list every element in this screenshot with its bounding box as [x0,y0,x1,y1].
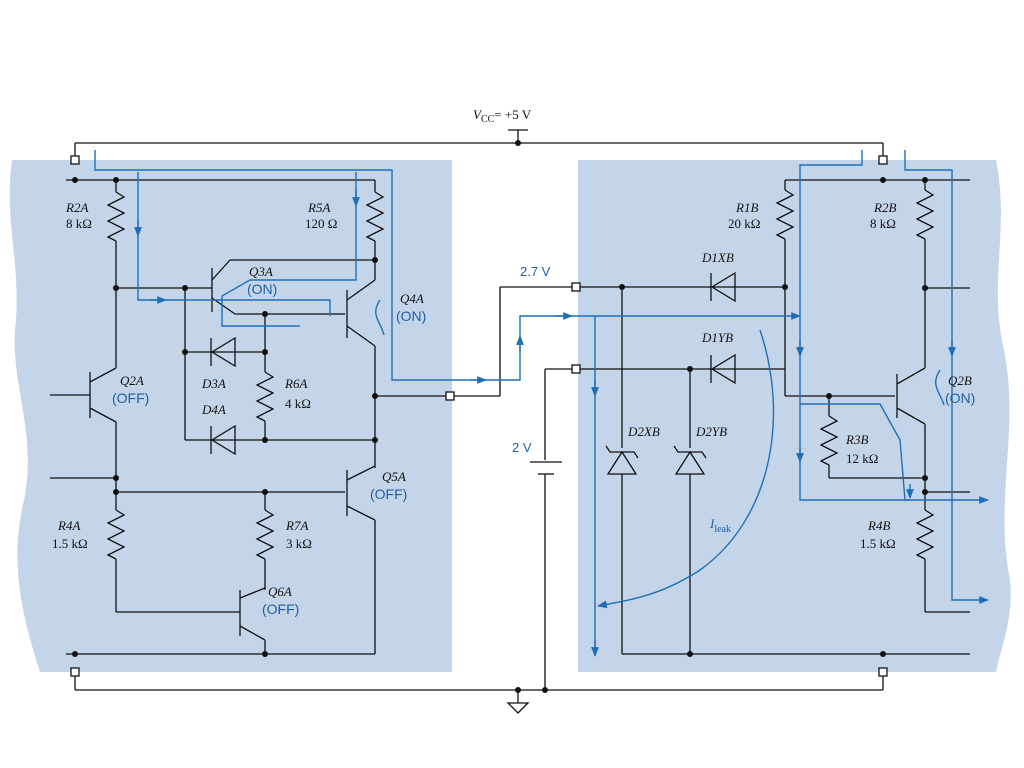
r3b-name: R3B [845,432,868,447]
q5a-state: (OFF) [370,486,407,502]
r4b-value: 1.5 kΩ [860,536,896,551]
q2b-name: Q2B [948,373,972,388]
d4a-name: D4A [201,402,226,417]
q6a-state: (OFF) [262,601,299,617]
q4a-state: (ON) [396,308,426,324]
q3a-name: Q3A [249,264,273,279]
r6a-value: 4 kΩ [285,396,311,411]
r4a-value: 1.5 kΩ [52,536,88,551]
q3a-state: (ON) [247,281,277,297]
vcc-rail [70,129,888,165]
r2b-value: 8 kΩ [870,216,896,231]
d1xb-name: D1XB [701,250,734,265]
gate-a-wires [50,177,572,657]
r2b-name: R2B [873,200,896,215]
q2a-name: Q2A [120,373,144,388]
q2a-state: (OFF) [112,390,149,406]
gate-a-panel [9,160,452,672]
r7a-name: R7A [285,518,308,533]
r4b-name: R4B [867,518,890,533]
r2a-name: R2A [65,200,88,215]
d1yb-name: D1YB [701,330,733,345]
r2a-value: 8 kΩ [66,216,92,231]
voltage-2-7: 2.7 V [520,264,551,279]
q5a-name: Q5A [382,469,406,484]
leak-current-label: Ileak [709,516,731,535]
r4a-name: R4A [57,518,80,533]
r3b-value: 12 kΩ [846,451,878,466]
gate-b-panel [578,160,1011,672]
vcc-label: VCC= +5 V [473,107,532,125]
current-paths [94,150,989,657]
gate-a-labels: R2A 8 kΩ R5A 120 Ω Q3A (ON) Q4A (ON) Q2A… [52,200,426,617]
ground-rail [70,667,888,714]
r1b-name: R1B [735,200,758,215]
voltage-2: 2 V [512,440,532,455]
gate-b-wires [530,177,970,690]
d2xb-name: D2XB [627,424,660,439]
q4a-name: Q4A [400,291,424,306]
r1b-value: 20 kΩ [728,216,760,231]
r7a-value: 3 kΩ [286,536,312,551]
q2b-state: (ON) [945,390,975,406]
d3a-name: D3A [201,376,226,391]
r5a-name: R5A [307,200,330,215]
q6a-name: Q6A [268,584,292,599]
d2yb-name: D2YB [695,424,727,439]
r6a-name: R6A [284,376,307,391]
gate-b-labels: 2.7 V 2 V D1XB D1YB D2XB D2YB R1B 20 kΩ … [512,200,975,551]
r5a-value: 120 Ω [305,216,337,231]
